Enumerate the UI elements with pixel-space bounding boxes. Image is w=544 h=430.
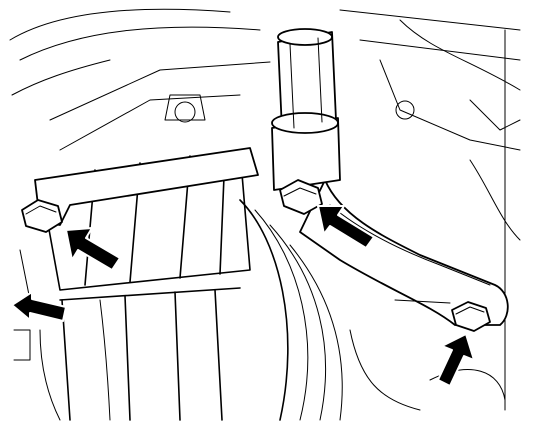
arrow-icon: [437, 333, 475, 387]
hex-bolt-icon: [21, 199, 63, 233]
arrow-icon: [65, 227, 121, 271]
engine-housing: [9, 8, 521, 421]
support-bracket: [34, 147, 509, 326]
hex-bolt-icon: [451, 301, 491, 332]
arrow-icon: [11, 291, 67, 322]
arrow-icon: [317, 205, 375, 249]
pulley: [239, 199, 343, 421]
hex-bolt-icon: [279, 179, 323, 215]
socket-wrench-icon: [271, 28, 341, 191]
